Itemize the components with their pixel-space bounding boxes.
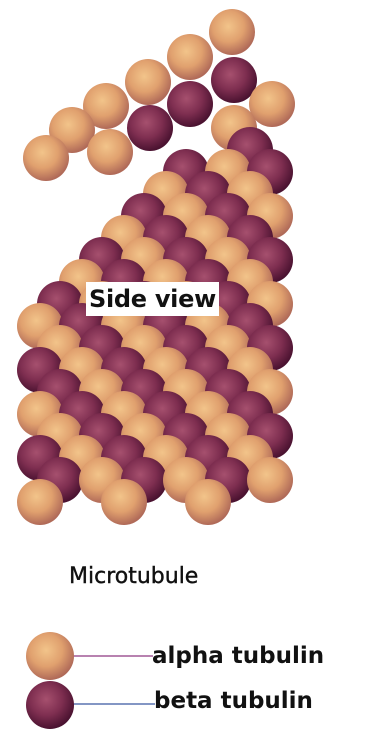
tubulin-subunits [17, 9, 295, 525]
side-view-label: Side view [86, 282, 219, 316]
beta-tubulin-subunit [127, 105, 173, 151]
alpha-tubulin-subunit [23, 135, 69, 181]
alpha-tubulin-subunit [209, 9, 255, 55]
diagram-title: Microtubule [69, 564, 198, 589]
beta-tubulin-label: beta tubulin [154, 688, 313, 714]
alpha-tubulin-subunit [87, 129, 133, 175]
beta-tubulin-subunit [211, 57, 257, 103]
alpha-legend-icon [26, 632, 74, 680]
alpha-tubulin-subunit [167, 34, 213, 80]
beta-legend-icon [26, 681, 74, 729]
beta-tubulin-subunit [167, 81, 213, 127]
alpha-tubulin-subunit [101, 479, 147, 525]
legend [26, 632, 155, 729]
alpha-tubulin-label: alpha tubulin [152, 643, 324, 669]
alpha-tubulin-subunit [125, 59, 171, 105]
alpha-tubulin-subunit [247, 457, 293, 503]
alpha-tubulin-subunit [17, 479, 63, 525]
alpha-tubulin-subunit [249, 81, 295, 127]
alpha-tubulin-subunit [185, 479, 231, 525]
